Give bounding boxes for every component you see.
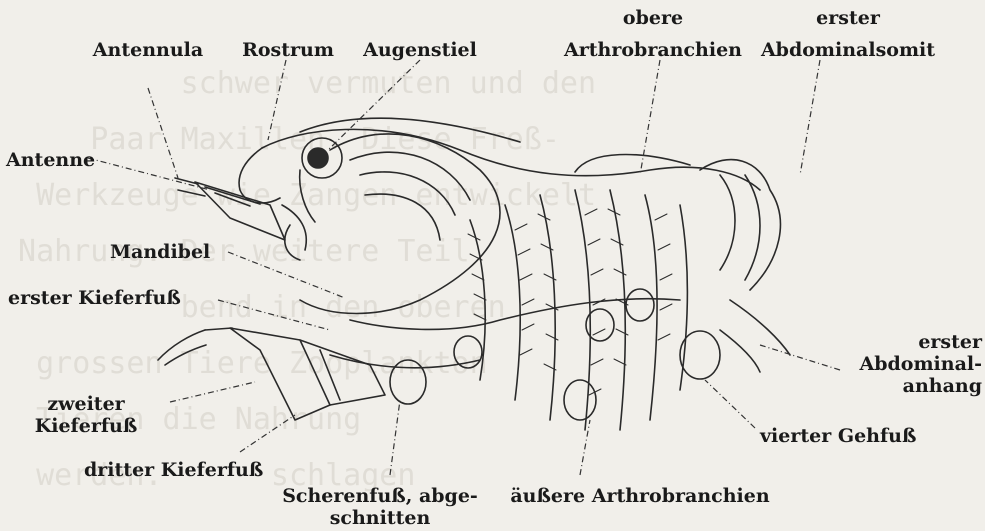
label-obere-line1: obere	[623, 8, 683, 29]
label-aeussere-arthrobranchien: äußere Arthrobranchien	[510, 486, 769, 507]
label-abdominalanhang-line3: anhang	[903, 376, 982, 397]
label-vierter-gehfuss: vierter Gehfuß	[760, 426, 916, 447]
label-abdominalanhang-line1: erster	[918, 332, 982, 353]
label-abdominalanhang-line2: Abdominal-	[859, 354, 982, 375]
label-erster-kieferfuss: erster Kieferfuß	[8, 288, 181, 309]
label-obere-line2: Arthrobranchien	[564, 40, 742, 61]
label-erster-abdominalsomit-line1: erster	[816, 8, 880, 29]
label-mandibel: Mandibel	[110, 242, 210, 263]
label-antennula: Antennula	[93, 40, 203, 61]
label-scherenfuss-line1: Scherenfuß, abge-	[282, 486, 478, 507]
label-augenstiel: Augenstiel	[363, 40, 477, 61]
label-erster-abdominalsomit-line2: Abdominalsomit	[761, 40, 935, 61]
label-rostrum: Rostrum	[242, 40, 334, 61]
label-zweiter-kieferfuss-line2: Kieferfuß	[35, 416, 138, 437]
label-scherenfuss-line2: schnitten	[330, 508, 431, 529]
label-antenne: Antenne	[6, 150, 95, 171]
label-dritter-kieferfuss: dritter Kieferfuß	[84, 460, 263, 481]
label-zweiter-kieferfuss-line1: zweiter	[47, 394, 124, 415]
